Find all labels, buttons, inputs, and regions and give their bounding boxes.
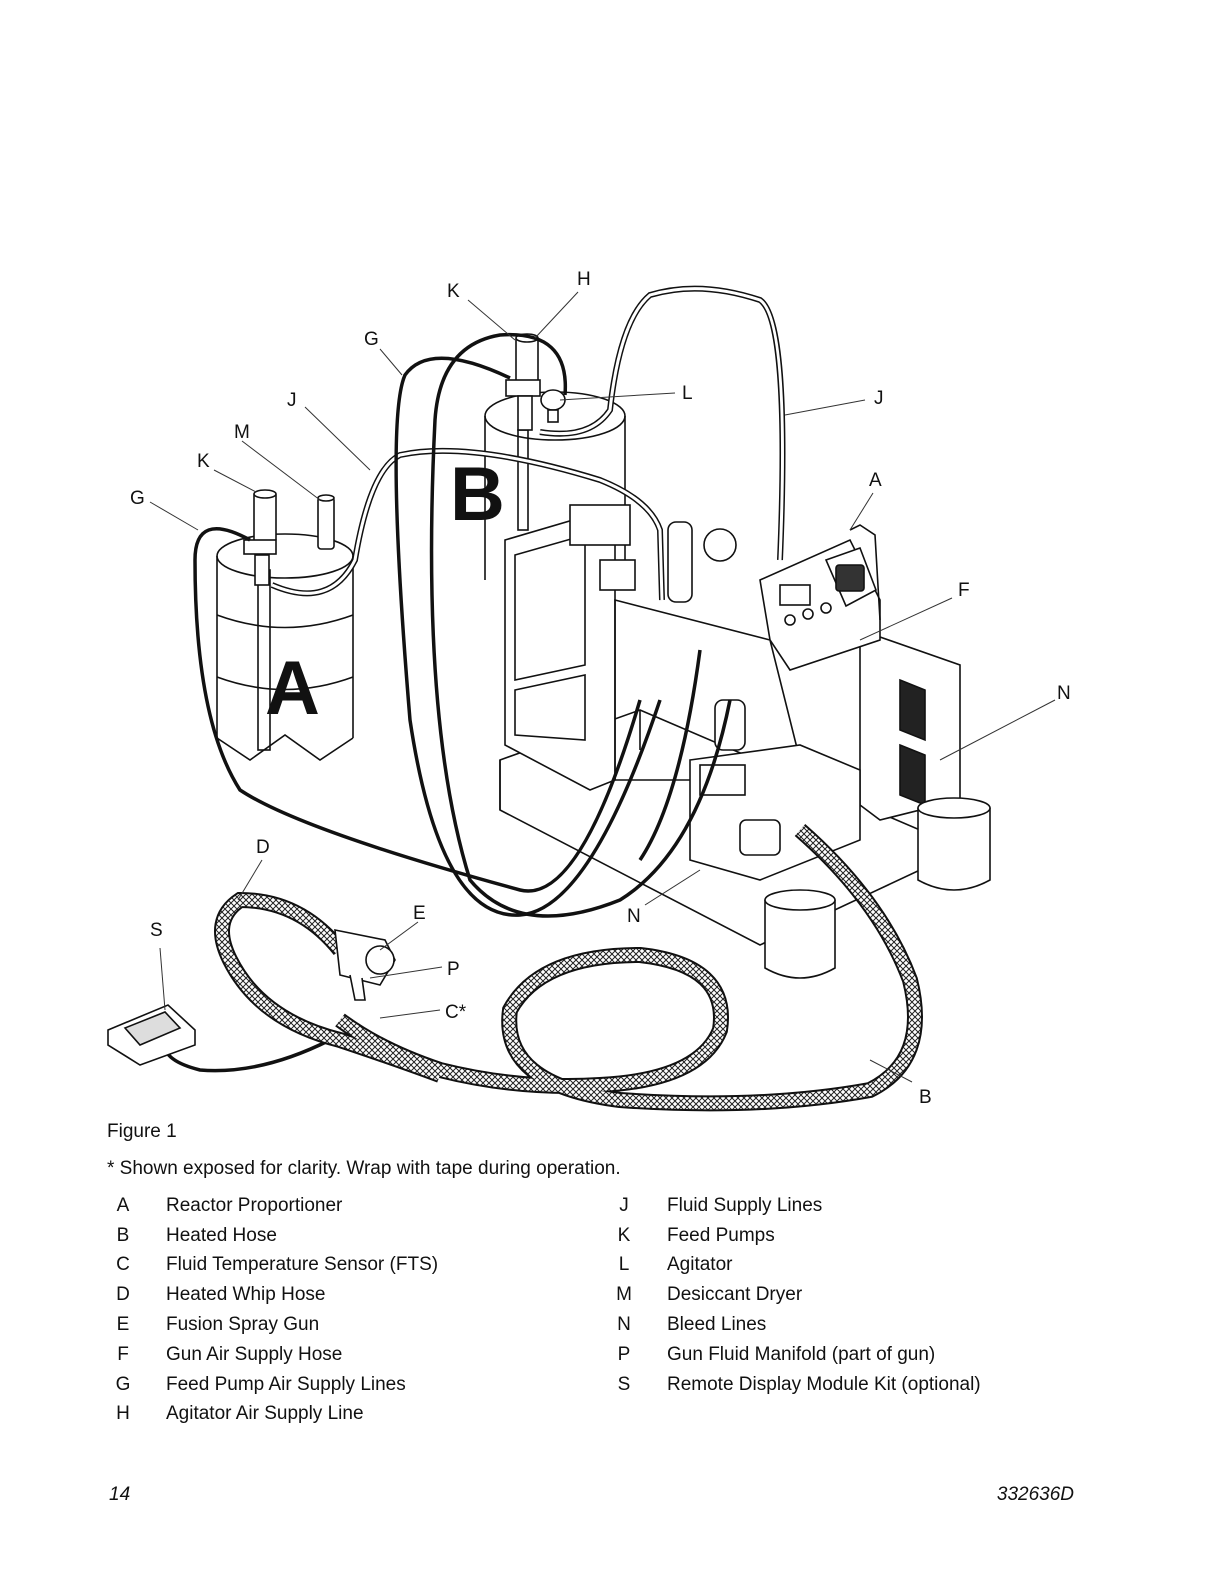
remote-display-module bbox=[107, 1004, 196, 1066]
callout-l: L bbox=[682, 383, 693, 404]
legend-description: Reactor Proportioner bbox=[166, 1194, 343, 1216]
legend-row: M Desiccant Dryer bbox=[589, 1280, 981, 1310]
legend-letter: C bbox=[116, 1254, 130, 1276]
callout-p: P bbox=[447, 959, 460, 980]
legend-row: N Bleed Lines bbox=[589, 1310, 981, 1340]
legend-row: C Fluid Temperature Sensor (FTS) bbox=[88, 1251, 438, 1281]
legend-letter: J bbox=[619, 1194, 629, 1216]
control-panel bbox=[759, 524, 881, 671]
callout-j-2: J bbox=[874, 388, 884, 409]
legend-description: Fluid Temperature Sensor (FTS) bbox=[166, 1254, 439, 1276]
callout-a: A bbox=[869, 470, 882, 491]
legend-letter: L bbox=[618, 1254, 630, 1276]
legend-description: Heated Whip Hose bbox=[166, 1284, 326, 1306]
callout-c: C* bbox=[445, 1002, 467, 1023]
leader-lines bbox=[149, 291, 1056, 1083]
callout-k-1: K bbox=[447, 281, 460, 302]
callout-m: M bbox=[234, 422, 250, 443]
legend-letter: E bbox=[116, 1314, 130, 1336]
callout-n-2: N bbox=[627, 906, 641, 927]
legend-row: D Heated Whip Hose bbox=[88, 1280, 438, 1310]
legend-left-column: A Reactor Proportioner B Heated Hose C Flui… bbox=[88, 1191, 438, 1429]
drum-a-label: A bbox=[265, 646, 320, 731]
spray-gun bbox=[334, 929, 396, 1001]
callout-g-2: G bbox=[130, 488, 145, 509]
legend-row: A Reactor Proportioner bbox=[88, 1191, 438, 1221]
legend-description: Feed Pumps bbox=[667, 1224, 775, 1246]
reactor-proportioner bbox=[499, 504, 961, 946]
legend-description: Fusion Spray Gun bbox=[166, 1314, 320, 1336]
callout-j-1: J bbox=[287, 390, 297, 411]
legend-row: G Feed Pump Air Supply Lines bbox=[88, 1370, 438, 1400]
legend-row: P Gun Fluid Manifold (part of gun) bbox=[589, 1340, 981, 1370]
drum-b-label: B bbox=[450, 452, 505, 537]
legend-letter: M bbox=[616, 1284, 632, 1306]
callout-f: F bbox=[958, 580, 970, 601]
legend-description: Agitator Air Supply Line bbox=[166, 1403, 364, 1425]
callout-n-1: N bbox=[1057, 683, 1071, 704]
legend-description: Remote Display Module Kit (optional) bbox=[667, 1373, 981, 1395]
system-installation-diagram: A B bbox=[107, 269, 1071, 1112]
callout-h: H bbox=[577, 269, 591, 290]
callout-e: E bbox=[413, 903, 426, 924]
legend-letter: H bbox=[116, 1403, 130, 1425]
callout-k-2: K bbox=[197, 451, 210, 472]
legend-letter: P bbox=[617, 1343, 631, 1365]
callout-d: D bbox=[256, 837, 270, 858]
page-number: 14 bbox=[109, 1484, 131, 1505]
legend-row: E Fusion Spray Gun bbox=[88, 1310, 438, 1340]
legend-description: Desiccant Dryer bbox=[667, 1284, 803, 1306]
legend-row: S Remote Display Module Kit (optional) bbox=[589, 1370, 981, 1400]
legend-letter: K bbox=[617, 1224, 631, 1246]
legend-row: J Fluid Supply Lines bbox=[589, 1191, 981, 1221]
legend-description: Gun Air Supply Hose bbox=[166, 1343, 343, 1365]
legend-description: Fluid Supply Lines bbox=[667, 1194, 823, 1216]
desiccant-dryer bbox=[317, 494, 335, 550]
legend-letter: G bbox=[115, 1373, 131, 1395]
legend-description: Agitator bbox=[667, 1254, 733, 1276]
legend-row: F Gun Air Supply Hose bbox=[88, 1340, 438, 1370]
legend-description: Feed Pump Air Supply Lines bbox=[166, 1373, 406, 1395]
legend-letter: S bbox=[617, 1373, 631, 1395]
legend-letter: N bbox=[617, 1314, 631, 1336]
callout-b: B bbox=[919, 1087, 932, 1108]
bleed-cup-right bbox=[917, 797, 991, 891]
legend-letter: A bbox=[116, 1194, 130, 1216]
legend-letter: D bbox=[116, 1284, 130, 1306]
legend-row: L Agitator bbox=[589, 1251, 981, 1281]
legend-description: Heated Hose bbox=[166, 1224, 277, 1246]
callout-g-1: G bbox=[364, 329, 379, 350]
legend-letter: B bbox=[116, 1224, 130, 1246]
legend-row: K Feed Pumps bbox=[589, 1221, 981, 1251]
legend-right-column: J Fluid Supply Lines K Feed Pumps L Agitato… bbox=[589, 1191, 981, 1400]
callout-s: S bbox=[150, 920, 163, 941]
legend-row: B Heated Hose bbox=[88, 1221, 438, 1251]
document-number: 332636D bbox=[996, 1484, 1074, 1505]
figure-note: * Shown exposed for clarity. Wrap with t… bbox=[107, 1158, 621, 1179]
callout-labels: K H G L J J M K G A F N D E S P C* N B bbox=[130, 269, 1071, 1108]
figure-caption: Figure 1 bbox=[107, 1121, 177, 1142]
feed-pump-a bbox=[243, 489, 277, 586]
legend-description: Bleed Lines bbox=[667, 1314, 767, 1336]
agitator bbox=[540, 389, 566, 423]
legend-description: Gun Fluid Manifold (part of gun) bbox=[667, 1343, 936, 1365]
bleed-cup-left bbox=[764, 889, 836, 979]
legend-letter: F bbox=[117, 1343, 129, 1365]
legend-row: H Agitator Air Supply Line bbox=[88, 1400, 438, 1430]
